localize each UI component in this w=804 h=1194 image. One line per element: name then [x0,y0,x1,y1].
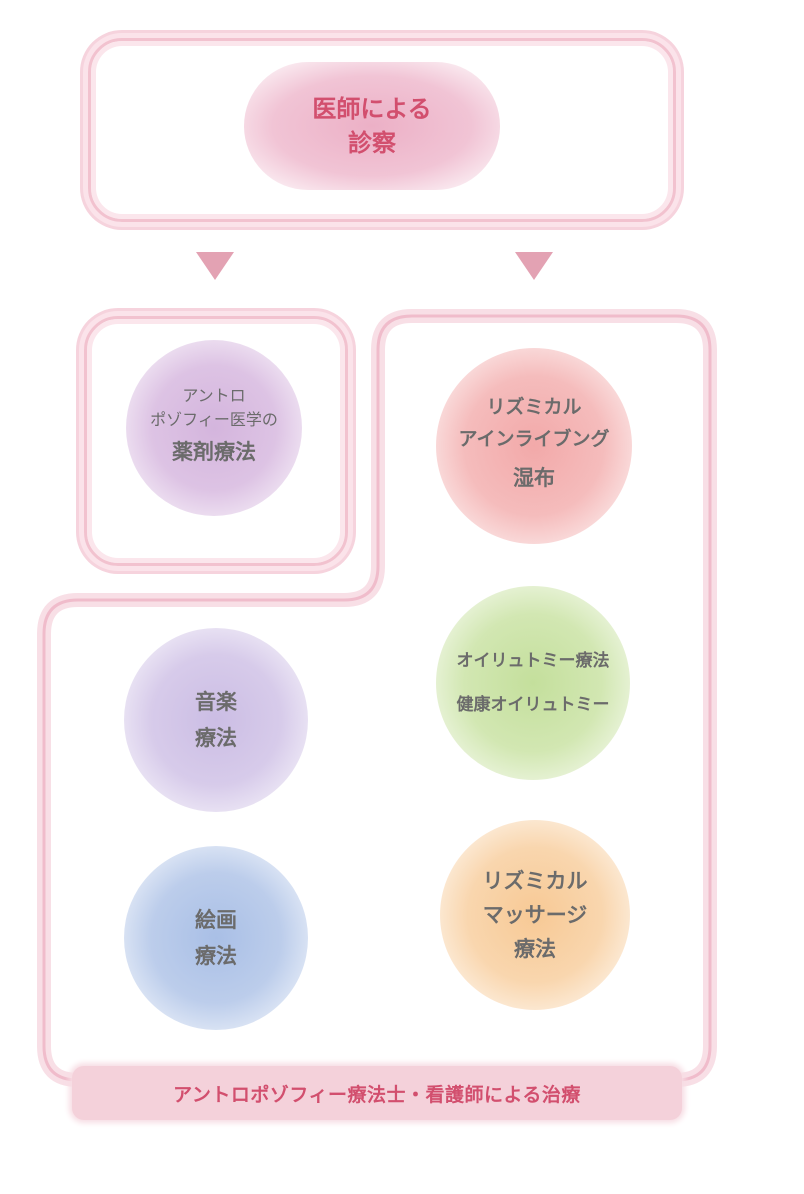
rhythmic-massage-blob: リズミカル マッサージ 療法 [440,820,630,1010]
music-line2: 療法 [195,726,237,750]
doctor-exam-line2: 診察 [348,129,396,157]
top-frame [88,38,676,222]
arrow-down-right-icon [515,252,553,280]
painting-therapy-blob: 絵画 療法 [124,846,308,1030]
anthro-frame [84,316,348,566]
eurythmy-line1: オイリュトミー療法 [456,651,610,671]
massage-line1: リズミカル [482,869,588,893]
music-therapy-blob: 音楽 療法 [124,628,308,812]
painting-line1: 絵画 [195,908,237,932]
einreibung-line3: 湿布 [513,466,555,490]
painting-line2: 療法 [195,944,237,968]
anthro-line2: ポゾフィー医学の [150,410,278,429]
doctor-exam-blob: 医師による 診察 [244,62,500,190]
anthro-medicine-blob: アントロ ポゾフィー医学の 薬剤療法 [126,340,302,516]
eurythmy-blob: オイリュトミー療法 健康オイリュトミー [436,586,630,780]
anthro-line1: アントロ [182,386,246,405]
eurythmy-line2: 健康オイリュトミー [456,695,610,715]
massage-line3: 療法 [514,937,556,961]
einreibung-line1: リズミカル [486,396,582,418]
doctor-exam-line1: 医師による [312,95,432,123]
music-line1: 音楽 [195,690,237,714]
anthro-line3: 薬剤療法 [172,440,256,464]
footer-label: アントロポゾフィー療法士・看護師による治療 [72,1066,682,1120]
rhythmic-einreibung-blob: リズミカル アインライブング 湿布 [436,348,632,544]
einreibung-line2: アインライブング [458,428,610,450]
arrow-down-left-icon [196,252,234,280]
massage-line2: マッサージ [482,903,588,927]
